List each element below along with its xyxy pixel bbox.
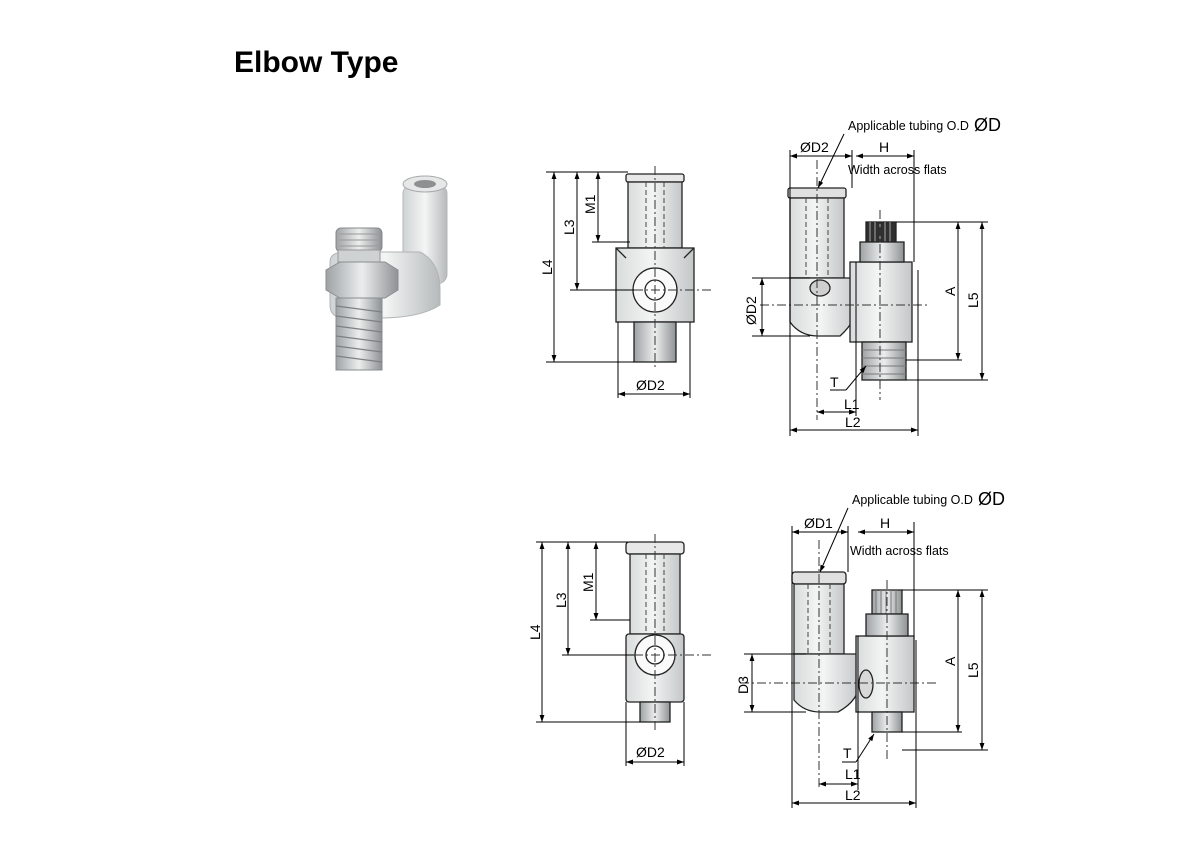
label-l4-b: L4 [527, 624, 543, 640]
label-l2-b: L2 [845, 787, 861, 803]
label-m1-b: M1 [580, 572, 596, 592]
label-l2-a: L2 [845, 414, 861, 430]
label-l4-a: L4 [539, 259, 555, 275]
label-l3-b: L3 [553, 592, 569, 608]
label-d2-front-a: ØD2 [636, 377, 665, 393]
label-t-a: T [830, 374, 839, 390]
label-d3-left-b: D3 [735, 676, 751, 694]
diagram-b-front-view [536, 534, 712, 766]
label-d2-top-a: ØD2 [800, 139, 829, 155]
label-l3-a: L3 [561, 219, 577, 235]
label-width-flats-a: Width across flats [848, 163, 947, 177]
page-title: Elbow Type [234, 46, 399, 79]
label-h-b: H [880, 515, 890, 531]
diagram-a-side-view [752, 133, 988, 436]
label-l5-a: L5 [965, 292, 981, 308]
product-photo [325, 175, 448, 371]
label-t-b: T [843, 745, 852, 761]
diagram-a-front-view [546, 166, 712, 398]
label-applicable-b: Applicable tubing O.D [852, 493, 973, 507]
label-m1-a: M1 [582, 194, 598, 214]
label-d1-top-b: ØD1 [804, 515, 833, 531]
label-l1-a: L1 [844, 396, 860, 412]
label-od-b: ØD [978, 489, 1005, 509]
label-applicable-a: Applicable tubing O.D [848, 119, 969, 133]
label-width-flats-b: Width across flats [850, 544, 949, 558]
label-d2-front-b: ØD2 [636, 744, 665, 760]
diagram-b-side-view [740, 507, 988, 808]
label-od-a: ØD [974, 115, 1001, 135]
label-a-a: A [942, 286, 958, 296]
label-d2-left-a: ØD2 [743, 296, 759, 325]
label-h-a: H [879, 139, 889, 155]
label-a-b: A [942, 656, 958, 666]
label-l5-b: L5 [965, 662, 981, 678]
label-l1-b: L1 [845, 766, 861, 782]
